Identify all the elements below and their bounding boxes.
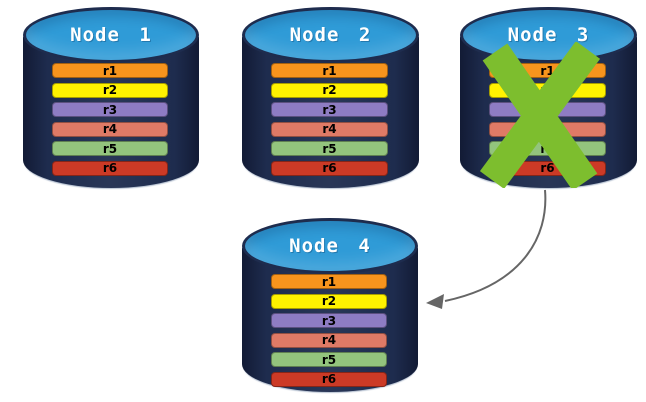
row-label: r5 [321,352,337,367]
row-r1: r1 [271,274,387,289]
x-mark-stroke [479,42,601,188]
row-label: r6 [540,161,555,175]
node-3-label: Node 3 [507,24,590,46]
row-r2: r2 [271,293,387,309]
row-r2: r2 [271,82,388,98]
node-2-rows: r1 r2 r3 r4 r5 r6 [271,63,388,176]
row-r3: r3 [52,102,168,117]
x-mark-icon [479,42,601,188]
row-label: r1 [540,63,555,78]
cylinder-top-ellipse: Node 3 [460,7,637,63]
row-label: r6 [321,372,337,386]
row-r3: r3 [271,313,387,328]
row-r1: r1 [52,63,168,78]
row-label: r1 [321,274,337,289]
node-4-rows: r1 r2 r3 r4 r5 r6 [271,274,387,387]
row-label: r5 [322,141,337,156]
row-label: r4 [322,122,337,136]
row-label: r5 [102,141,118,156]
row-r4: r4 [52,121,168,137]
row-label: r3 [322,102,337,117]
cylinder-top-ellipse: Node 4 [242,218,418,274]
row-r4: r4 [271,121,388,137]
row-r6: r6 [271,160,388,176]
node-1-cylinder: Node 1 r1 r2 r3 r4 r5 r6 [23,7,199,188]
node-1-label: Node 1 [70,24,152,46]
row-r5: r5 [52,141,168,156]
row-r5: r5 [271,141,388,156]
row-label: r4 [102,122,118,136]
node-4-label: Node 4 [289,235,371,257]
row-label: r3 [321,313,337,328]
row-label: r4 [321,333,337,347]
node-2-label: Node 2 [289,24,372,46]
cylinder-top-ellipse: Node 1 [23,7,199,63]
row-r1: r1 [271,63,388,78]
row-r3: r3 [271,102,388,117]
node-1-rows: r1 r2 r3 r4 r5 r6 [52,63,168,176]
row-label: r2 [321,294,337,308]
row-label: r3 [102,102,118,117]
arrow-head [426,294,444,309]
row-r6: r6 [52,160,168,176]
row-label: r1 [322,63,337,78]
row-r4: r4 [271,332,387,348]
row-label: r6 [322,161,337,175]
arrow-line [444,189,547,302]
row-label: r2 [102,83,118,97]
row-r2: r2 [52,82,168,98]
curved-arrow-icon [426,189,547,309]
cylinder-top-ellipse: Node 2 [242,7,419,63]
node-2-cylinder: Node 2 r1 r2 r3 r4 r5 r6 [242,7,419,188]
node-4-cylinder: Node 4 r1 r2 r3 r4 r5 r6 [242,218,418,392]
row-r6: r6 [271,371,387,387]
row-label: r1 [102,63,118,78]
row-r5: r5 [271,352,387,367]
row-label: r2 [322,83,337,97]
row-label: r6 [102,161,118,175]
